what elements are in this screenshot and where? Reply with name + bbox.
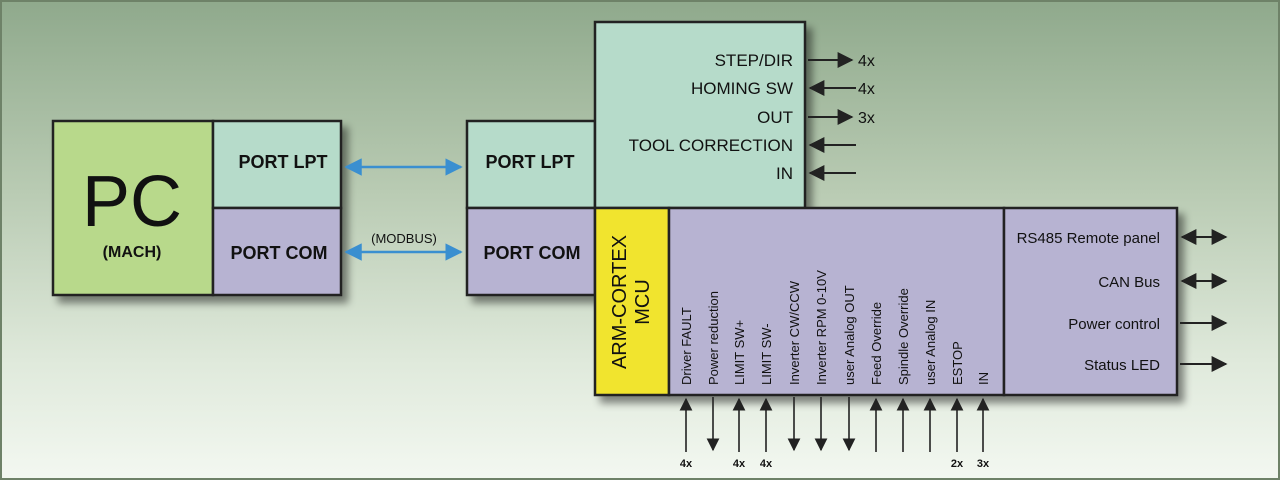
pc-port-lpt-label: PORT LPT xyxy=(239,152,328,172)
signals-box xyxy=(667,206,1006,397)
pc-box xyxy=(51,119,215,297)
io-count-step-dir: 4x xyxy=(858,53,875,70)
io-label-out: OUT xyxy=(757,108,793,127)
ctrl-port-com-label: PORT COM xyxy=(484,243,581,263)
signal-count-driver-fault: 4x xyxy=(680,458,693,470)
pc-port-com-box xyxy=(211,206,343,297)
mcu-label-line1: ARM-CORTEX xyxy=(609,235,631,369)
io-label-in: IN xyxy=(776,164,793,183)
pc-port-com-label: PORT COM xyxy=(231,243,328,263)
signal-columns: Driver FAULT 4x Power reduction LIMIT SW+ 4x… xyxy=(679,270,991,470)
pc-sublabel: (MACH) xyxy=(103,244,162,261)
right-block-box xyxy=(1002,206,1179,397)
controller-ports xyxy=(465,119,597,297)
signal-count-in: 3x xyxy=(977,458,990,470)
signal-label-inverter-cw-ccw: Inverter CW/CCW xyxy=(787,280,802,385)
signal-label-power-reduction: Power reduction xyxy=(706,291,721,385)
pc-block xyxy=(51,119,343,297)
signal-count-estop: 2x xyxy=(951,458,964,470)
modbus-label: (MODBUS) xyxy=(371,231,437,246)
ctrl-port-lpt-label: PORT LPT xyxy=(486,152,575,172)
signal-label-in: IN xyxy=(976,372,991,385)
signal-label-user-analog-in: user Analog IN xyxy=(923,300,938,385)
io-block-box xyxy=(593,20,807,210)
mcu-box xyxy=(593,206,671,397)
right-label-status-led: Status LED xyxy=(1084,357,1160,374)
io-label-tool-correction: TOOL CORRECTION xyxy=(629,136,793,155)
signal-label-feed-override: Feed Override xyxy=(869,302,884,385)
mcu-label-line2: MCU xyxy=(632,279,654,325)
signal-label-spindle-override: Spindle Override xyxy=(896,288,911,385)
right-label-can-bus: CAN Bus xyxy=(1098,274,1160,291)
io-count-homing-sw: 4x xyxy=(858,81,875,98)
right-label-power-control: Power control xyxy=(1068,316,1160,333)
signal-label-estop: ESTOP xyxy=(950,341,965,385)
signal-label-user-analog-out: user Analog OUT xyxy=(842,285,857,385)
io-count-out: 3x xyxy=(858,110,875,127)
io-label-step-dir: STEP/DIR xyxy=(715,51,793,70)
lower-block xyxy=(593,206,1179,397)
pc-port-lpt-box xyxy=(211,119,343,210)
signal-count-limit-sw: 4x xyxy=(733,458,746,470)
io-label-homing-sw: HOMING SW xyxy=(691,79,793,98)
signal-count-limit-sw: 4x xyxy=(760,458,773,470)
signal-label-limit-sw: LIMIT SW- xyxy=(759,323,774,385)
right-label-rs485-remote-panel: RS485 Remote panel xyxy=(1017,230,1160,247)
signal-label-inverter-rpm-0-10v: Inverter RPM 0-10V xyxy=(814,270,829,385)
mcu-label: ARM-CORTEX MCU xyxy=(609,235,654,369)
ctrl-port-lpt-box xyxy=(465,119,597,210)
signal-label-limit-sw: LIMIT SW+ xyxy=(732,320,747,385)
signal-label-driver-fault: Driver FAULT xyxy=(679,307,694,385)
pc-label: PC xyxy=(82,162,182,242)
